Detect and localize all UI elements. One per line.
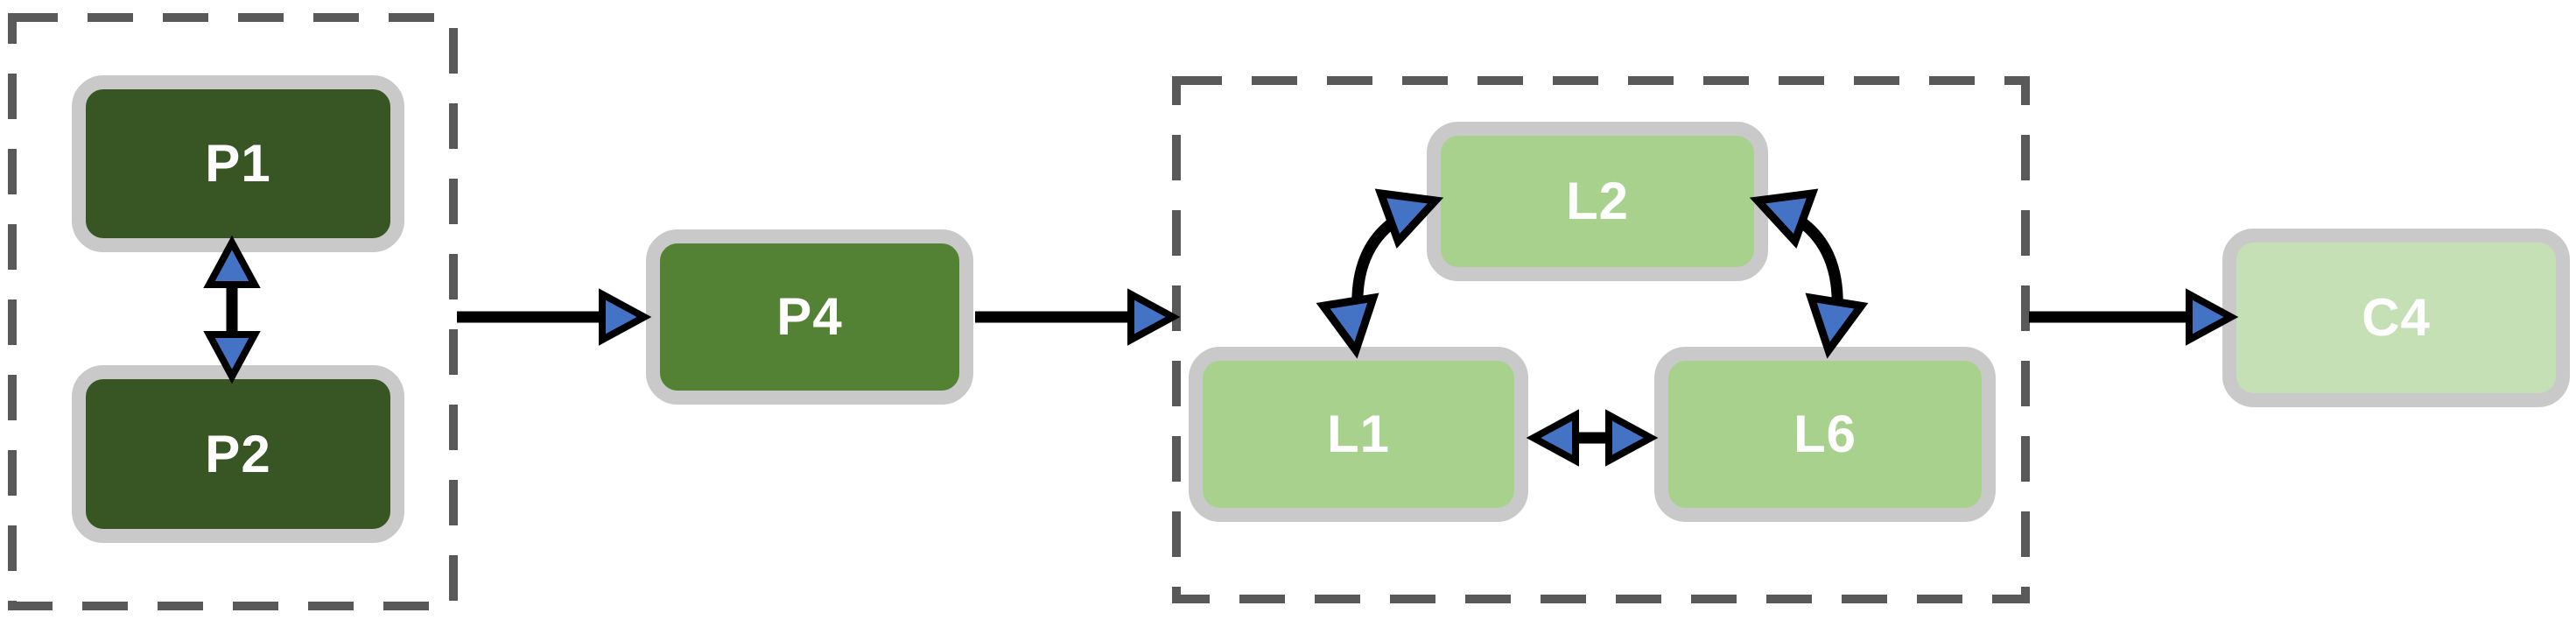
edge-left-group-p4: [457, 288, 652, 346]
arrowhead-down-icon: [1805, 292, 1869, 359]
edge-right-group-c4: [2029, 288, 2239, 346]
edge-p4-right-group: [975, 288, 1181, 346]
arrowhead-left-icon: [1526, 409, 1579, 467]
arrowhead-right-icon: [599, 288, 652, 346]
node-l1: L1: [1189, 347, 1528, 522]
node-c4-label: C4: [2362, 288, 2431, 347]
node-l2-label: L2: [1565, 172, 1630, 230]
node-l2: L2: [1427, 122, 1768, 281]
node-l1-label: L1: [1326, 405, 1391, 463]
edge-l1-l6: [1526, 409, 1659, 467]
node-p1-label: P1: [205, 134, 271, 193]
node-p4-label: P4: [776, 287, 843, 346]
node-l6: L6: [1654, 347, 1996, 522]
node-l6-label: L6: [1793, 405, 1857, 463]
arrowhead-down-icon: [1316, 292, 1379, 359]
arrowhead-right-icon: [1127, 288, 1181, 346]
node-p2-label: P2: [205, 424, 271, 483]
node-p4: P4: [646, 229, 973, 405]
edge-p1-p2: [203, 235, 261, 384]
node-p2: P2: [72, 365, 404, 543]
arrowhead-right-icon: [1605, 409, 1659, 467]
node-p1: P1: [72, 75, 404, 252]
node-c4: C4: [2222, 229, 2570, 407]
